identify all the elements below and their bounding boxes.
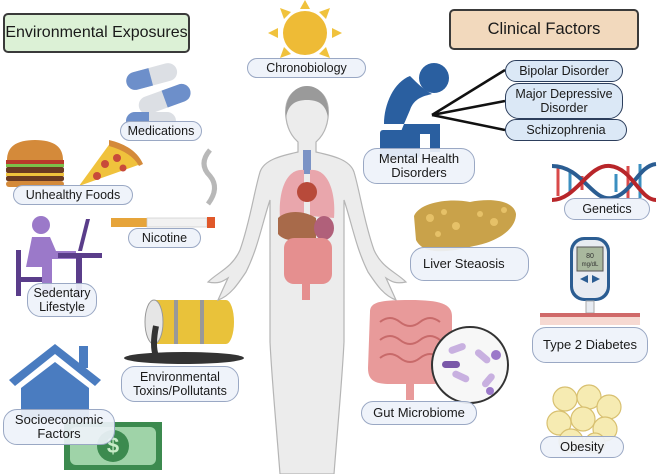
liver-steatosis-label: Liver Steaosis xyxy=(410,247,529,281)
human-body-anatomy xyxy=(206,86,408,474)
socio-text-2: Factors xyxy=(37,426,81,441)
mdd-text-1: Major Depressive xyxy=(515,87,613,101)
toxins-text-2: Toxins/Pollutants xyxy=(133,384,227,398)
glucose-unit: mg/dL xyxy=(582,262,599,268)
sedentary-text-2: Lifestyle xyxy=(39,300,85,314)
glucose-value: 80 xyxy=(586,253,594,260)
genetics-text: Genetics xyxy=(582,202,632,216)
environmental-exposures-header: Environmental Exposures xyxy=(3,13,190,53)
sedentary-desk-icon xyxy=(16,216,102,298)
medications-label: Medications xyxy=(120,121,202,141)
major-depressive-disorder-label: Major Depressive Disorder xyxy=(505,83,623,119)
bacteria-magnifier-icon xyxy=(431,326,509,404)
chronobiology-text: Chronobiology xyxy=(266,61,347,75)
diabetes-text: Type 2 Diabetes xyxy=(543,337,637,352)
nicotine-text: Nicotine xyxy=(141,231,188,245)
environmental-toxins-label: Environmental Toxins/Pollutants xyxy=(121,366,239,402)
mdd-text-2: Disorder xyxy=(540,101,588,115)
cigarette-icon xyxy=(111,148,217,228)
obesity-text: Obesity xyxy=(559,439,605,454)
mental-text-2: Disorders xyxy=(391,165,447,180)
gut-text: Gut Microbiome xyxy=(373,405,465,420)
chronobiology-label: Chronobiology xyxy=(247,58,366,78)
nicotine-label: Nicotine xyxy=(128,228,201,248)
gut-microbiome-label: Gut Microbiome xyxy=(361,401,477,425)
bipolar-disorder-label: Bipolar Disorder xyxy=(505,60,623,82)
bipolar-text: Bipolar Disorder xyxy=(519,64,609,78)
mental-text-1: Mental Health xyxy=(378,151,460,166)
unhealthy-foods-label: Unhealthy Foods xyxy=(13,185,133,205)
environmental-exposures-title: Environmental Exposures xyxy=(5,24,188,41)
fatty-liver-icon xyxy=(414,200,516,252)
obesity-label: Obesity xyxy=(540,436,624,458)
intestines-icon xyxy=(368,300,452,400)
socioeconomic-factors-label: Socioeconomic Factors xyxy=(3,409,115,445)
genetics-label: Genetics xyxy=(564,198,650,220)
sun-icon xyxy=(268,0,342,58)
type-2-diabetes-label: Type 2 Diabetes xyxy=(532,327,648,363)
glucometer-icon: 80 mg/dL xyxy=(540,237,640,325)
liver-text: Liver Steaosis xyxy=(423,256,505,271)
unhealthy-foods-text: Unhealthy Foods xyxy=(25,188,121,202)
clinical-factors-title: Clinical Factors xyxy=(487,20,601,38)
toxins-text-1: Environmental xyxy=(140,370,220,384)
clinical-factors-header: Clinical Factors xyxy=(449,9,639,50)
house-icon xyxy=(9,344,101,420)
mental-health-disorders-label: Mental Health Disorders xyxy=(363,148,475,184)
socio-text-1: Socioeconomic xyxy=(14,412,104,427)
sedentary-text-1: Sedentary xyxy=(33,286,91,300)
sedentary-lifestyle-label: Sedentary Lifestyle xyxy=(27,283,97,317)
oil-barrel-icon xyxy=(124,299,244,364)
schizophrenia-text: Schizophrenia xyxy=(526,123,606,137)
medications-text: Medications xyxy=(127,124,195,138)
schizophrenia-label: Schizophrenia xyxy=(505,119,627,141)
pizza-slice-icon xyxy=(79,140,143,186)
